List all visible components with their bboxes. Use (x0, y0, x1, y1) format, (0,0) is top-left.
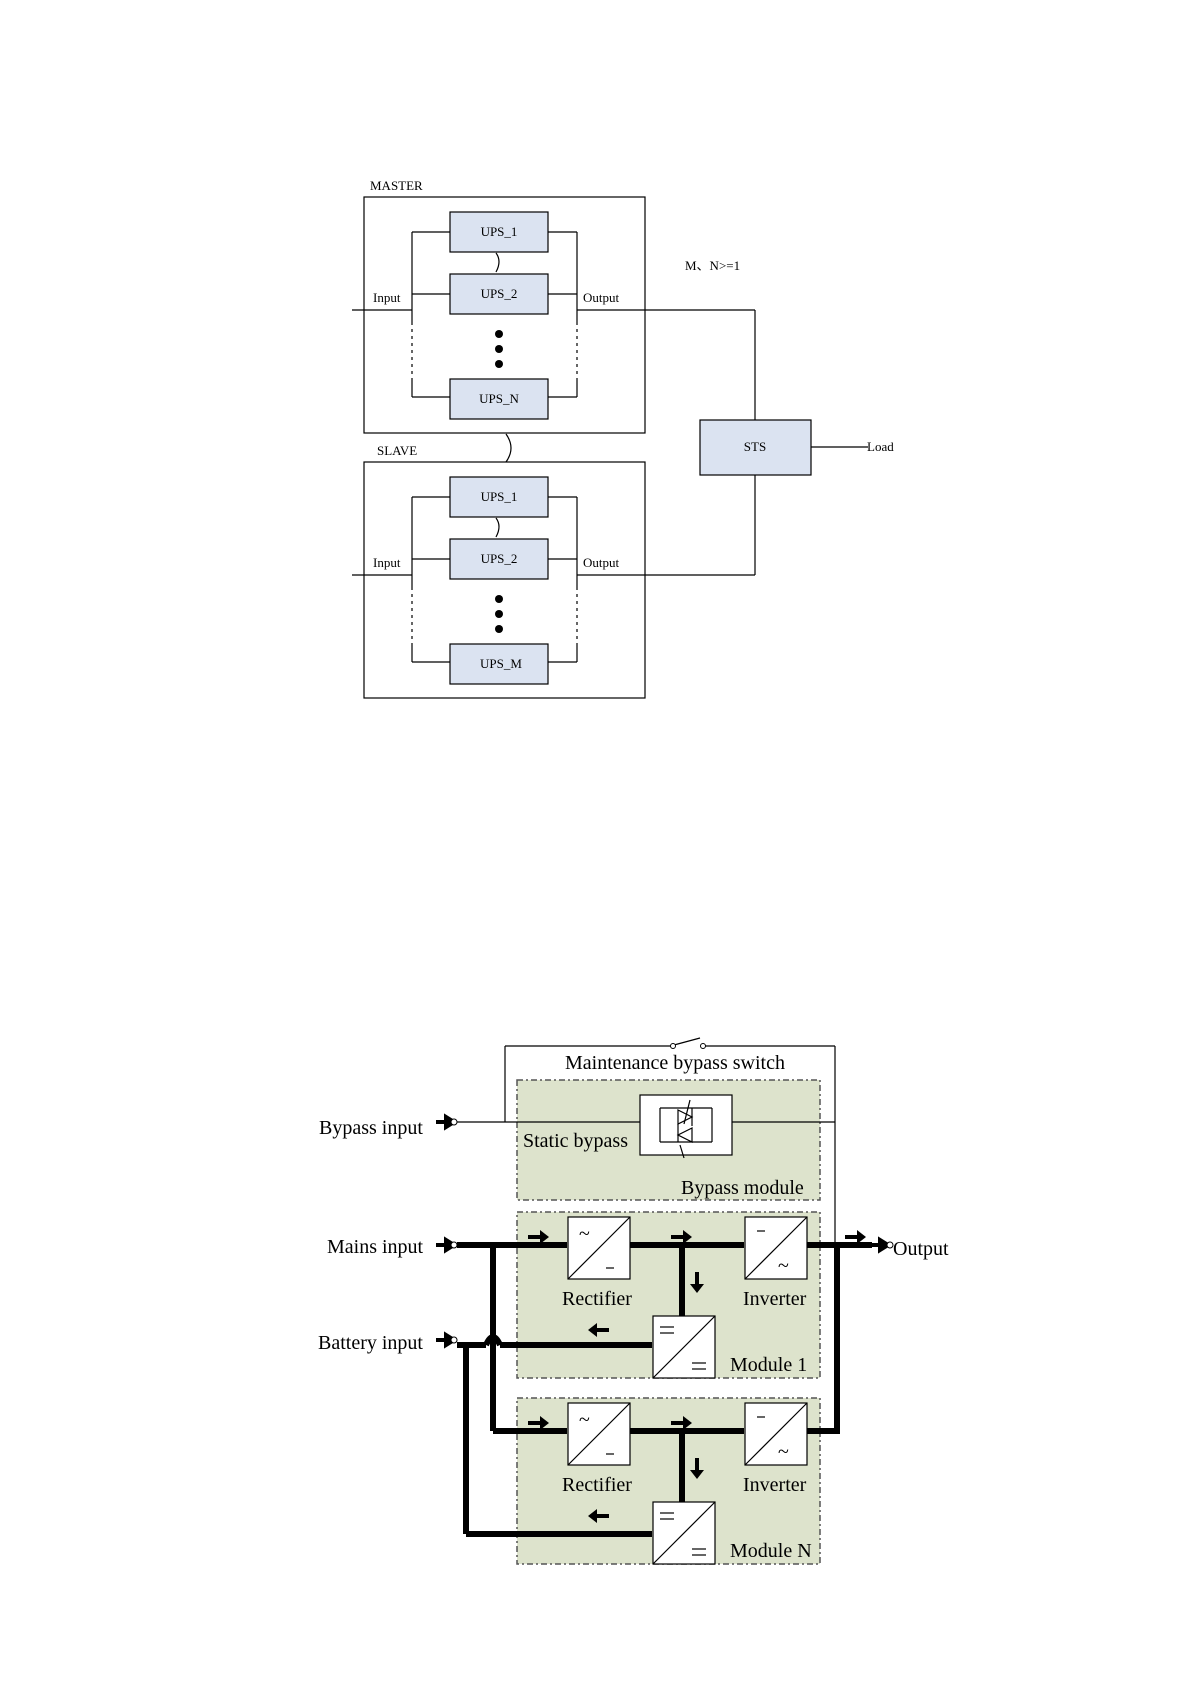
svg-text:~: ~ (778, 1255, 789, 1277)
ellipsis-dot (495, 595, 503, 603)
module-n-charger (653, 1502, 715, 1564)
master-input-label: Input (373, 290, 401, 305)
modular-ups-diagram: Maintenance bypass switch Static bypass … (318, 1038, 949, 1564)
flow-arrow-icon (845, 1230, 866, 1244)
ellipsis-dot (495, 345, 503, 353)
static-bypass-box (640, 1095, 732, 1155)
module-1-rectifier-label: Rectifier (562, 1288, 632, 1310)
sts-label: STS (744, 439, 766, 454)
module-1-inverter-label: Inverter (743, 1288, 807, 1310)
slave-output-label: Output (583, 555, 620, 570)
output-arrow-icon (872, 1240, 888, 1250)
mains-input-label: Mains input (327, 1236, 424, 1258)
output-label: Output (893, 1238, 949, 1260)
ellipsis-dot (495, 330, 503, 338)
bypass-input-label: Bypass input (319, 1117, 423, 1139)
slave-ups-1-label: UPS_1 (481, 489, 518, 504)
svg-text:~: ~ (579, 1409, 590, 1431)
condition-label: M、N>=1 (685, 258, 740, 273)
ellipsis-dot (495, 360, 503, 368)
master-ups-2-label: UPS_2 (481, 286, 518, 301)
ellipsis-dot (495, 610, 503, 618)
module-n-inverter: ~ (745, 1403, 807, 1465)
svg-text:~: ~ (778, 1441, 789, 1463)
module-n-rectifier-label: Rectifier (562, 1474, 632, 1496)
slave-label: SLAVE (377, 443, 417, 458)
slave-input-label: Input (373, 555, 401, 570)
master-ups-n-label: UPS_N (479, 391, 519, 406)
master-label: MASTER (370, 178, 423, 193)
load-label: Load (867, 439, 894, 454)
module-1-rectifier: ~ (568, 1217, 630, 1279)
master-output-label: Output (583, 290, 620, 305)
slave-ups-m-label: UPS_M (480, 656, 522, 671)
module-n-inverter-label: Inverter (743, 1474, 807, 1496)
bypass-module-label: Bypass module (681, 1177, 804, 1199)
module-n-label: Module N (730, 1540, 812, 1562)
parallel-system-diagram: MASTER UPS_1 UPS_2 UPS_N Input Output (352, 178, 894, 698)
static-bypass-label: Static bypass (523, 1130, 628, 1152)
maintenance-switch-label: Maintenance bypass switch (565, 1052, 785, 1074)
svg-text:~: ~ (579, 1223, 590, 1245)
module-1-inverter: ~ (745, 1217, 807, 1279)
battery-input-label: Battery input (318, 1332, 423, 1354)
module-1-charger (653, 1316, 715, 1378)
maintenance-switch-icon (674, 1038, 700, 1045)
master-ups-1-label: UPS_1 (481, 224, 518, 239)
slave-ups-2-label: UPS_2 (481, 551, 518, 566)
module-n-rectifier: ~ (568, 1403, 630, 1465)
module-1-label: Module 1 (730, 1354, 807, 1376)
ellipsis-dot (495, 625, 503, 633)
